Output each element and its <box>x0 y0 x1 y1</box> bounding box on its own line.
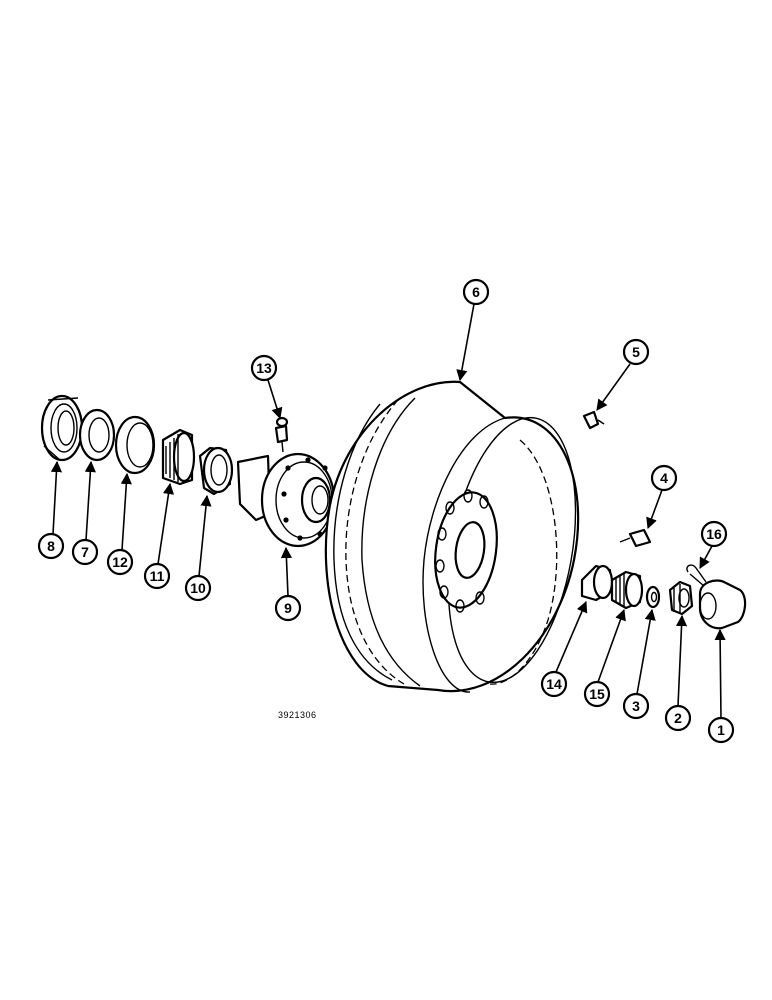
callout-11: 11 <box>143 562 171 590</box>
callout-9: 9 <box>274 594 302 622</box>
part-ring <box>78 408 116 462</box>
part-bearing-cup-outer <box>198 446 234 496</box>
callout-11-label: 11 <box>150 568 165 584</box>
callout-15-label: 15 <box>589 686 605 702</box>
callout-5-label: 5 <box>632 344 640 360</box>
part-cotter-pin <box>686 564 707 587</box>
callout-4-label: 4 <box>660 470 668 486</box>
callout-2-label: 2 <box>674 710 682 726</box>
callout-5: 5 <box>622 338 650 366</box>
callout-14: 14 <box>540 670 568 698</box>
callout-14-label: 14 <box>546 676 562 692</box>
part-bearing-cup-inner <box>114 415 156 475</box>
leader-lines <box>50 303 726 719</box>
callout-6-label: 6 <box>472 284 480 300</box>
callout-13-label: 13 <box>256 360 272 376</box>
callout-1: 1 <box>707 716 735 744</box>
callout-3-label: 3 <box>632 698 640 714</box>
callout-12: 12 <box>106 548 134 576</box>
callout-12-label: 12 <box>112 554 128 570</box>
callout-7: 7 <box>71 538 99 566</box>
callout-15: 15 <box>583 680 611 708</box>
callout-9-label: 9 <box>284 600 292 616</box>
callout-13: 13 <box>250 354 278 382</box>
callout-10-label: 10 <box>190 580 206 596</box>
part-bearing-cup-outboard <box>580 564 614 602</box>
callout-6: 6 <box>462 278 490 306</box>
part-washer <box>645 585 661 609</box>
part-tapered-bearing-outboard <box>610 570 644 610</box>
part-hub-cap <box>698 579 747 630</box>
callout-8-label: 8 <box>47 538 55 554</box>
part-tapered-bearing-inner <box>161 428 196 486</box>
callout-16-label: 16 <box>706 526 722 542</box>
callout-1-label: 1 <box>717 722 725 738</box>
part-wheel-rim <box>324 380 580 693</box>
callout-10: 10 <box>184 574 212 602</box>
callout-3: 3 <box>622 692 650 720</box>
part-hub <box>236 452 336 548</box>
drawing-code: 3921306 <box>278 710 317 720</box>
part-grease-fitting <box>274 416 289 453</box>
callout-2: 2 <box>664 704 692 732</box>
part-wheel-bolt <box>619 528 652 548</box>
part-castle-nut <box>668 580 694 616</box>
callout-8: 8 <box>37 532 65 560</box>
callout-7-label: 7 <box>81 544 89 560</box>
callout-4: 4 <box>650 464 678 492</box>
callout-16: 16 <box>700 520 728 548</box>
part-valve-stem <box>582 410 605 430</box>
part-seal-outer <box>40 394 84 462</box>
